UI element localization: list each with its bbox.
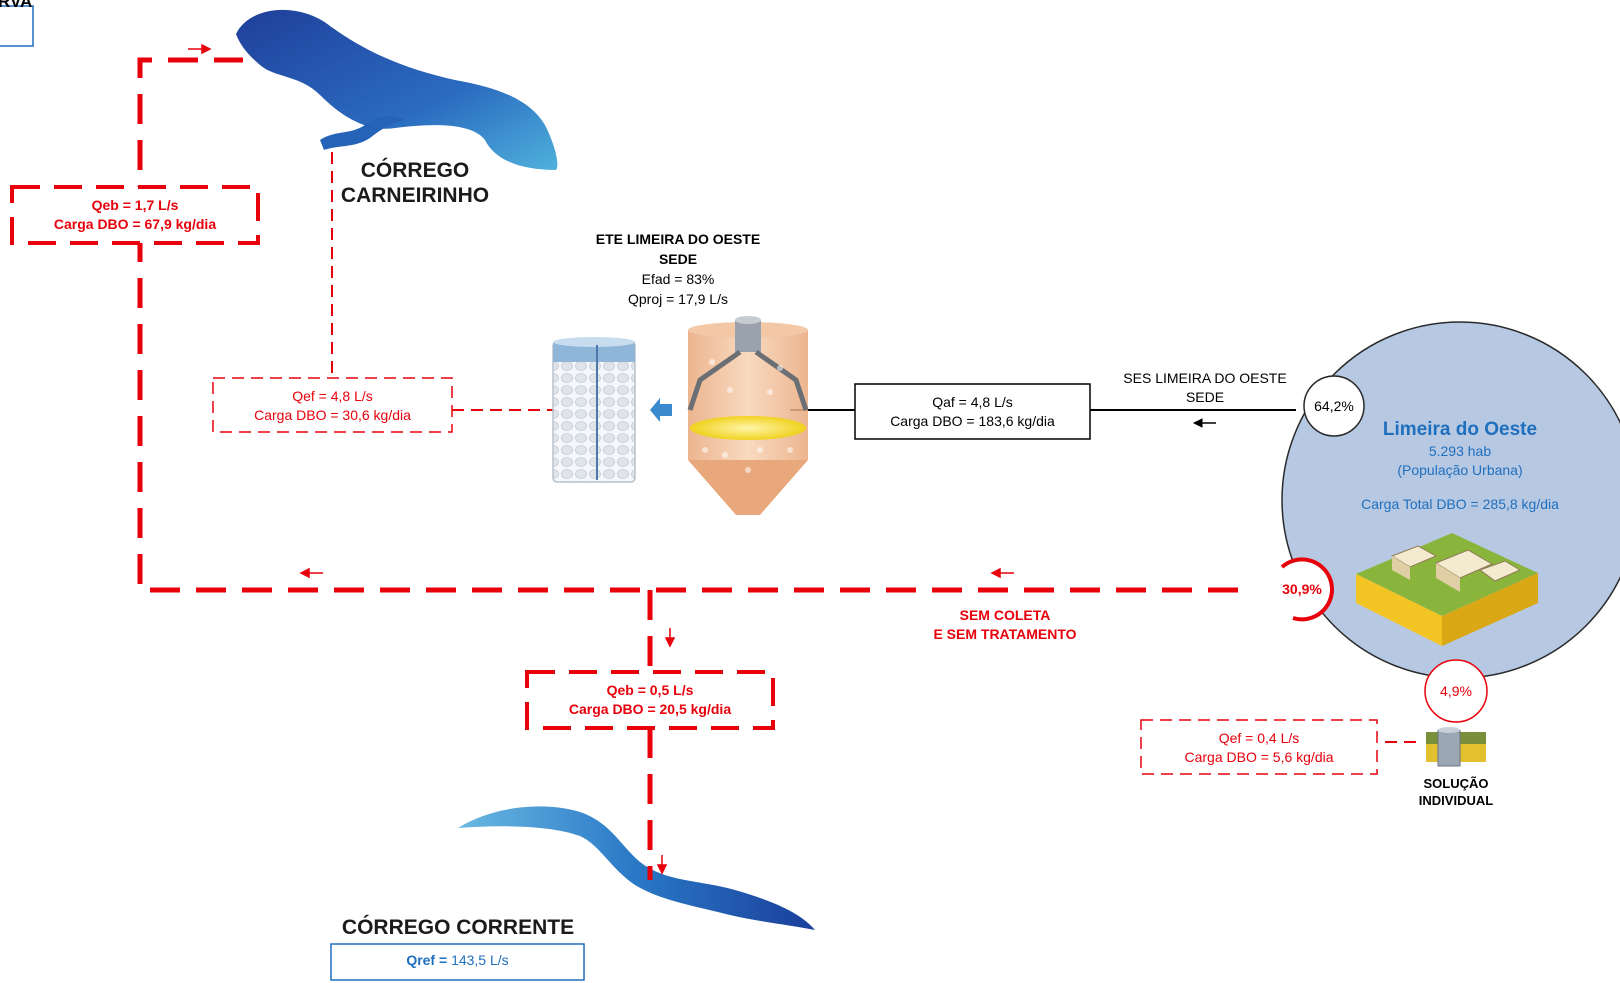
- ses-label: SES LIMEIRA DO OESTE SEDE: [1100, 369, 1310, 407]
- qeb-top-text: Qeb = 1,7 L/s Carga DBO = 67,9 kg/dia: [12, 196, 258, 234]
- ete-label: ETE LIMEIRA DO OESTE SEDE Efad = 83% Qpr…: [560, 229, 796, 309]
- qef-individual-text: Qef = 0,4 L/s Carga DBO = 5,6 kg/dia: [1141, 729, 1377, 767]
- outflow-arrow-icon: [650, 398, 672, 422]
- percent-circle-sem-coleta: [1272, 559, 1332, 619]
- percent-circle-ses: [1303, 375, 1365, 437]
- city-info: Limeira do Oeste 5.293 hab (População Ur…: [1330, 418, 1590, 513]
- filter-tank-icon: [552, 337, 636, 483]
- qef-ete-line2: Carga DBO = 30,6 kg/dia: [254, 407, 411, 423]
- city-population-note: (População Urbana): [1397, 462, 1523, 478]
- qeb-mid-line1: Qeb = 0,5 L/s: [606, 682, 694, 698]
- box-qeb-top: [10, 185, 260, 245]
- ete-qproj: Qproj = 17,9 L/s: [627, 291, 728, 307]
- ete-title-line1: ETE LIMEIRA DO OESTE: [560, 229, 796, 249]
- city-total-load: Carga Total DBO = 285,8 kg/dia: [1361, 496, 1559, 512]
- ete-title-line2: SEDE: [658, 251, 698, 267]
- treated-effluent-path: [331, 152, 1420, 743]
- qeb-top-line2: Carga DBO = 67,9 kg/dia: [53, 216, 217, 232]
- percent-circle-individual: [1424, 659, 1488, 723]
- houses-icon: [1356, 533, 1538, 646]
- river-carneirinho-line1: CÓRREGO: [360, 159, 470, 182]
- qref-value: 143,5 L/s: [451, 952, 509, 968]
- pct-ses: 64,2%: [1314, 398, 1354, 414]
- river-corrente-label: CÓRREGO CORRENTE: [341, 916, 575, 939]
- pct-individual: 4,9%: [1440, 683, 1472, 699]
- qref-text: Qref = 143,5 L/s: [331, 951, 584, 970]
- qef-ete-line1: Qef = 4,8 L/s: [292, 388, 373, 404]
- solucao-label: SOLUÇÃO INDIVIDUAL: [1396, 775, 1516, 809]
- percent-arc-sem-coleta: [1280, 557, 1334, 622]
- qef-individual-line1: Qef = 0,4 L/s: [1218, 730, 1300, 746]
- river-carneirinho-label: CÓRREGO CARNEIRINHO: [340, 158, 490, 208]
- city-population: 5.293 hab: [1428, 443, 1492, 459]
- qaf-line1: Qaf = 4,8 L/s: [932, 394, 1013, 410]
- untreated-flow-path: [137, 57, 1238, 880]
- ete-title-prefix: ETE: [595, 231, 624, 247]
- pct-sem-coleta: 30,9%: [1282, 581, 1322, 597]
- sem-coleta-label: SEM COLETA E SEM TRATAMENTO: [895, 606, 1115, 644]
- river-corrente-icon: [458, 806, 815, 930]
- uasb-reactor-icon: [687, 316, 809, 515]
- top-left-fragment: RVA: [0, 0, 33, 11]
- river-carneirinho-icon: [236, 9, 558, 171]
- qeb-mid-line2: Carga DBO = 20,5 kg/dia: [568, 701, 732, 717]
- ses-arrow-icon: [1192, 418, 1216, 428]
- qaf-line2: Carga DBO = 183,6 kg/dia: [890, 413, 1055, 429]
- box-qeb-mid: [525, 670, 775, 730]
- ses-line1: SES LIMEIRA DO OESTE: [1123, 370, 1287, 386]
- river-carneirinho-line2: CARNEIRINHO: [340, 184, 490, 207]
- box-qref: [330, 943, 585, 981]
- septic-tank-icon: [1426, 727, 1486, 767]
- qeb-mid-text: Qeb = 0,5 L/s Carga DBO = 20,5 kg/dia: [527, 681, 773, 719]
- ete-title-rest: LIMEIRA DO OESTE: [626, 231, 761, 247]
- qef-ete-text: Qef = 4,8 L/s Carga DBO = 30,6 kg/dia: [213, 387, 452, 425]
- flow-arrows: [188, 43, 1014, 875]
- solucao-line1: SOLUÇÃO: [1423, 776, 1489, 791]
- ses-line2: SEDE: [1185, 389, 1225, 405]
- qaf-text: Qaf = 4,8 L/s Carga DBO = 183,6 kg/dia: [855, 393, 1090, 431]
- box-qaf: [854, 383, 1091, 440]
- city-name: Limeira do Oeste: [1382, 419, 1538, 440]
- qref-label: Qref =: [406, 952, 448, 968]
- box-qef-individual: [1140, 719, 1378, 775]
- solucao-line2: INDIVIDUAL: [1418, 793, 1494, 808]
- ete-efad: Efad = 83%: [641, 271, 715, 287]
- box-qef-ete: [212, 377, 453, 433]
- sem-coleta-line1: SEM COLETA: [959, 607, 1051, 623]
- sem-coleta-line2: E SEM TRATAMENTO: [933, 626, 1077, 642]
- qef-individual-line2: Carga DBO = 5,6 kg/dia: [1184, 749, 1334, 765]
- top-left-box: [0, 5, 34, 47]
- qeb-top-line1: Qeb = 1,7 L/s: [91, 197, 179, 213]
